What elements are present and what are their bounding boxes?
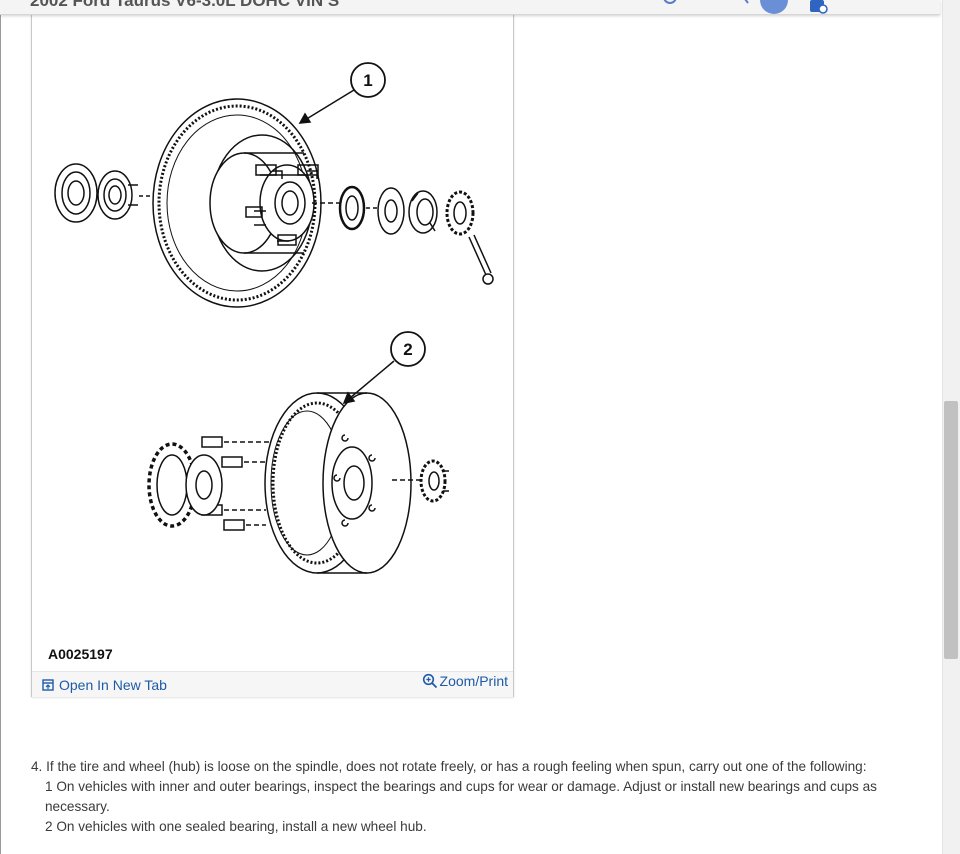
procedure-step: 4. If the tire and wheel (hub) is loose … [31,759,867,774]
procedure-substep: 1 On vehicles with inner and outer beari… [45,779,877,814]
callout-2: 2 [403,340,412,359]
figure-code: A0025197 [48,646,113,662]
scrollbar-thumb[interactable] [944,401,958,659]
procedure-substep: 2 On vehicles with one sealed bearing, i… [45,819,427,834]
callout-1: 1 [363,71,372,90]
procedure-text: 4. If the tire and wheel (hub) is loose … [31,757,926,837]
search-icon[interactable] [663,0,677,4]
hub-nut [419,459,449,503]
figure-panel: 1 2 A0025197 Open In New Tab Zoom/Print [31,14,514,697]
hub-flange [185,454,223,516]
inner-bearing [97,170,138,220]
outer-bearing [338,185,366,231]
zoom-print-label: Zoom/Print [439,673,508,689]
nut-retainer [445,190,475,236]
spindle-nut [408,190,438,234]
wheel-hub-diagram: 1 2 [54,62,494,574]
zoom-icon [422,673,437,689]
page-title: 2002 Ford Taurus V6-3.0L DOHC VIN S [30,0,340,10]
open-in-new-tab-link[interactable]: Open In New Tab [42,677,167,693]
inner-seal [54,163,98,223]
shield-icon[interactable] [810,0,828,14]
washer [377,187,405,235]
open-in-new-tab-label: Open In New Tab [59,677,167,693]
cotter-pin [468,234,494,285]
left-border [0,14,1,854]
top-toolbar: 2002 Ford Taurus V6-3.0L DOHC VIN S [0,0,940,15]
avatar-icon[interactable] [742,0,788,14]
toolbar-icons [663,0,828,14]
zoom-print-link[interactable]: Zoom/Print [422,673,508,689]
wheel-studs [201,436,274,531]
lower-rotor [264,392,432,574]
figure-footer: Open In New Tab Zoom/Print [32,671,513,697]
open-new-tab-icon [42,679,54,691]
upper-rotor [152,98,342,308]
